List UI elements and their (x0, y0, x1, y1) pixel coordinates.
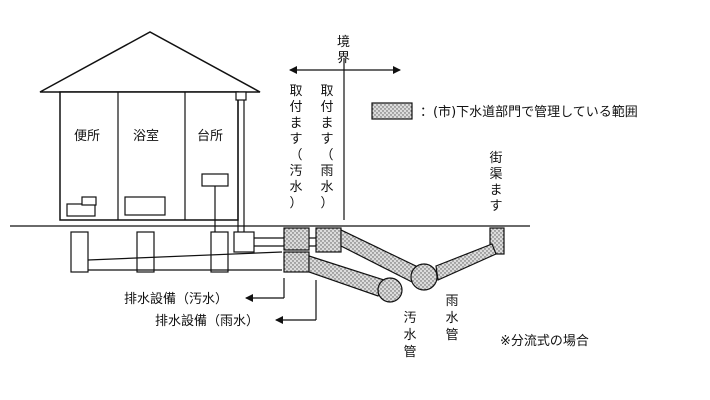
vlabel-rain-connection-char: す (320, 132, 333, 147)
gutter-cap (235, 91, 247, 101)
vlabel-sewage-connection-char: 付 (289, 100, 302, 115)
vlabel-sewage-connection-char: （ (289, 148, 302, 163)
vlabel-rain-connection-char: 取 (320, 84, 333, 99)
note-text: ※分流式の場合 (500, 334, 589, 349)
vlabel-sewage-connection-char: ） (289, 196, 302, 211)
vlabel-rain-connection-char: ） (320, 196, 333, 211)
vlabel-rain-pipe-char: 水 (445, 311, 458, 326)
vlabel-rain-connection-char: 水 (320, 180, 333, 195)
yard-box-2 (136, 231, 155, 273)
connection-box-sewage-lower (283, 251, 310, 273)
room-label-bath: 浴室 (133, 128, 159, 144)
drainage-label-sewage: 排水設備（汚水） (124, 291, 228, 307)
vlabel-sewage-connection-char: ま (289, 116, 302, 131)
vlabel-sewage-connection-char: す (289, 132, 302, 147)
boundary-label-1: 境 (337, 35, 350, 50)
vlabel-sewage-pipe: 汚水管 (403, 311, 416, 360)
bathtub-fixture (124, 196, 166, 216)
street-inlet-pipe (435, 243, 497, 281)
sewage-branch-pipe (308, 255, 385, 297)
room-label-kitchen: 台所 (197, 129, 223, 144)
vlabel-rain-connection-char: 雨 (320, 164, 333, 179)
vlabel-sewage-connection-char: 水 (289, 180, 302, 195)
sewage-drain-pipe-top (87, 251, 283, 261)
legend-swatch (371, 102, 413, 120)
vlabel-street-inlet-char: 渠 (489, 167, 502, 182)
legend-text: ：(市)下水道部門で管理している範囲 (420, 104, 638, 120)
vlabel-sewage-connection-char: 取 (289, 84, 302, 99)
boundary-label-2: 界 (337, 51, 350, 66)
vlabel-rain-pipe: 雨水管 (445, 294, 458, 343)
toilet-tank (81, 196, 97, 206)
connection-box-sewage-upper (283, 227, 310, 251)
rain-main-pipe (410, 263, 438, 291)
vlabel-sewage-pipe-char: 管 (403, 345, 416, 360)
vlabel-sewage-connection-char: 汚 (289, 164, 302, 179)
vlabel-rain-connection-char: ま (320, 116, 333, 131)
rain-box (233, 231, 255, 253)
toilet-fixture (66, 203, 96, 217)
yard-box-3 (210, 231, 229, 273)
vlabel-sewage-pipe-char: 水 (403, 328, 416, 343)
drainage-label-rain: 排水設備（雨水） (155, 313, 259, 329)
house-roof (39, 31, 261, 93)
vlabel-sewage-pipe-char: 汚 (403, 311, 416, 326)
vlabel-street-inlet-char: 街 (489, 151, 502, 166)
vlabel-street-inlet-char: ま (489, 183, 502, 198)
yard-box-1 (70, 231, 89, 273)
room-label-toilet: 便所 (74, 129, 100, 144)
vlabel-rain-pipe-char: 雨 (445, 294, 458, 309)
sewage-main-pipe (377, 277, 403, 303)
vlabel-street-inlet-char: す (489, 199, 502, 214)
sink-fixture (201, 173, 229, 187)
vlabel-rain-connection-char: 付 (320, 100, 333, 115)
vlabel-rain-pipe-char: 管 (445, 328, 458, 343)
vlabel-rain-connection-char: （ (320, 148, 333, 163)
connection-box-rain (315, 227, 342, 253)
